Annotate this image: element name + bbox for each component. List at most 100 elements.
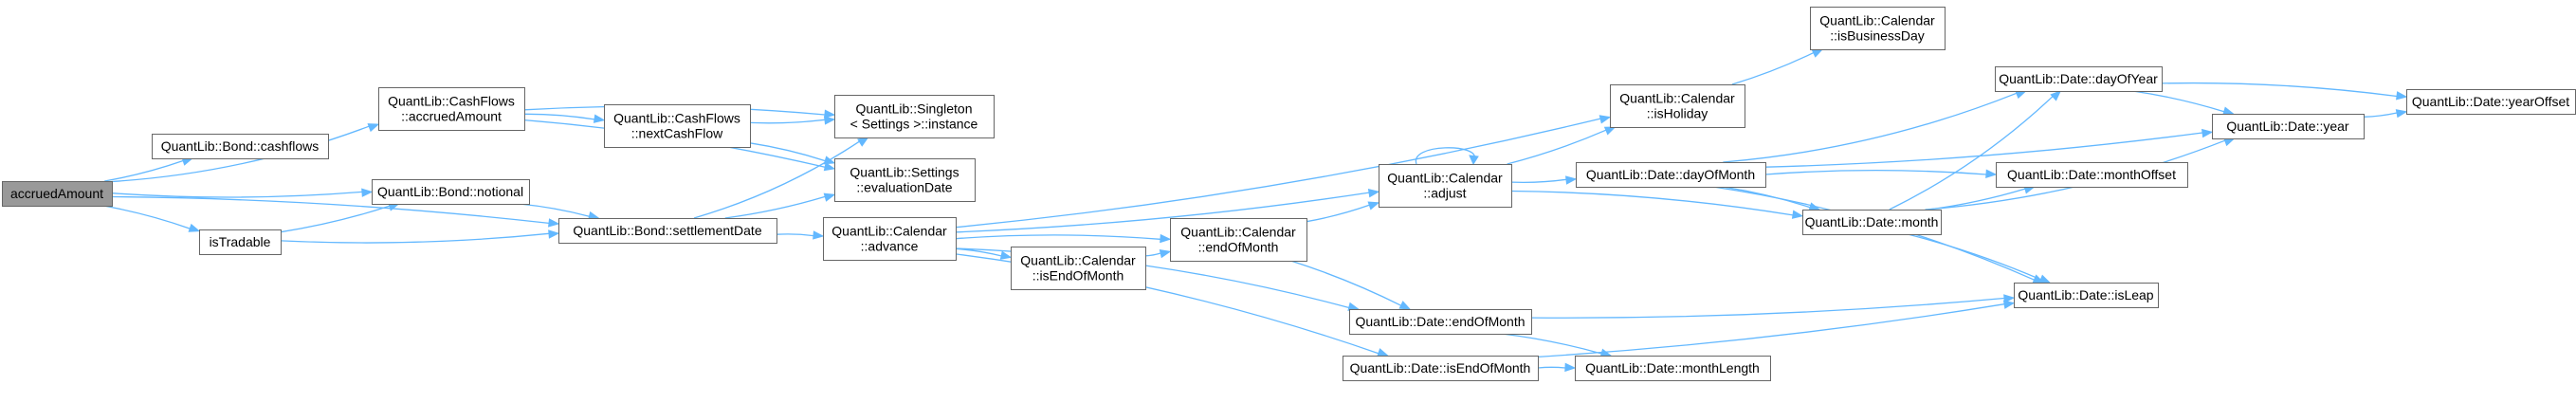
node-box [1575, 356, 1771, 381]
arrowhead [1159, 248, 1172, 259]
node-cal_adjust[interactable]: QuantLib::Calendar::adjust [1379, 164, 1512, 208]
edge-line [1764, 170, 1987, 175]
node-label: ::isEndOfMonth [1032, 268, 1124, 284]
node-date_eom[interactable]: QuantLib::Date::endOfMonth [1349, 309, 1532, 335]
node-date_month[interactable]: QuantLib::Date::month [1802, 210, 1942, 235]
edge-accruedAmount-to-cf_accrued [111, 123, 380, 183]
arrowhead [1985, 169, 1998, 179]
node-bond_settle[interactable]: QuantLib::Bond::settlementDate [558, 218, 777, 244]
node-cal_holiday[interactable]: QuantLib::Calendar::isHoliday [1610, 84, 1745, 128]
node-label: QuantLib::Date::dayOfYear [1999, 71, 2158, 86]
edge-line [955, 247, 1349, 309]
node-label: ::endOfMonth [1198, 240, 1279, 255]
node-date_mlen[interactable]: QuantLib::Date::monthLength [1575, 356, 1771, 381]
node-date_yoff[interactable]: QuantLib::Date::yearOffset [2406, 89, 2576, 115]
edge-cal_adjust-to-cal_holiday [1507, 126, 1617, 165]
node-date_doy[interactable]: QuantLib::Date::dayOfYear [1995, 66, 2163, 92]
edge-cal_holiday-to-cal_business [1731, 48, 1824, 85]
node-date_leap[interactable]: QuantLib::Date::isLeap [2014, 283, 2159, 308]
edge-line [523, 113, 595, 120]
edge-line [111, 125, 370, 183]
edge-date_month-to-date_doy [1889, 90, 2062, 211]
edge-line [1530, 297, 2005, 319]
edge-line [1510, 178, 1567, 183]
node-label: QuantLib::Settings [850, 165, 959, 180]
node-bond_cashflows[interactable]: QuantLib::Bond::cashflows [152, 134, 329, 159]
node-label: QuantLib::Bond::cashflows [161, 138, 320, 154]
node-isTradable[interactable]: isTradable [199, 229, 282, 255]
node-box [2014, 283, 2159, 308]
arrowhead [857, 137, 869, 147]
edge-cal_iseom-to-cal_eom [1144, 248, 1172, 259]
arrowhead [1811, 48, 1824, 58]
node-box [1011, 247, 1146, 290]
node-box [834, 95, 995, 138]
node-date_iseom[interactable]: QuantLib::Date::isEndOfMonth [1343, 356, 1539, 381]
edge-line [1306, 204, 1370, 223]
node-box [1170, 218, 1307, 262]
node-label: QuantLib::Date::year [2226, 119, 2349, 134]
edge-date_iseom-to-date_mlen [1537, 362, 1577, 373]
edge-accruedAmount-to-bond_notional [111, 188, 374, 198]
node-label: QuantLib::Date::endOfMonth [1356, 314, 1526, 329]
arrowhead [2050, 90, 2062, 101]
arrowhead [1565, 175, 1578, 185]
edge-bond_settle-to-settings_eval [724, 192, 836, 219]
edge-date_month-to-date_leap [1908, 233, 2052, 284]
node-accruedAmount[interactable]: accruedAmount [2, 181, 113, 207]
arrowhead [361, 188, 374, 197]
edge-line [1723, 92, 2018, 163]
node-label: QuantLib::Calendar [1619, 91, 1735, 106]
node-label: ::evaluationDate [856, 180, 952, 195]
node-label: QuantLib::Date::dayOfMonth [1586, 167, 1755, 182]
edge-line [955, 192, 1370, 233]
arrowhead [2002, 300, 2016, 309]
node-cal_advance[interactable]: QuantLib::Calendar::advance [823, 217, 957, 261]
node-label: < Settings >::instance [850, 117, 978, 132]
node-settings_eval[interactable]: QuantLib::Settings::evaluationDate [834, 158, 976, 202]
node-label: QuantLib::Calendar [1819, 13, 1935, 28]
node-label: QuantLib::CashFlows [613, 111, 740, 126]
node-box [823, 217, 957, 261]
node-date_moff[interactable]: QuantLib::Date::monthOffset [1996, 162, 2188, 188]
node-date_year[interactable]: QuantLib::Date::year [2212, 114, 2365, 139]
node-label: QuantLib::Singleton [856, 101, 973, 117]
edge-cal_adjust-to-date_month [1510, 190, 1804, 219]
edge-accruedAmount-to-bond_settle [111, 195, 560, 228]
node-box [152, 134, 329, 159]
node-layer: accruedAmount QuantLib::CashFlows::accrue… [2, 7, 2576, 381]
edge-date_year-to-date_yoff [2363, 109, 2408, 119]
edge-line [1290, 260, 1401, 306]
node-cal_business[interactable]: QuantLib::Calendar::isBusinessDay [1810, 7, 1946, 50]
edge-line [1731, 52, 1815, 85]
arrowhead [813, 230, 825, 240]
node-label: ::isHoliday [1647, 106, 1708, 121]
edge-line [1510, 190, 1794, 216]
arrowhead [2003, 294, 2016, 303]
node-box [558, 218, 777, 244]
node-cf_accrued[interactable]: QuantLib::CashFlows::accruedAmount [378, 87, 525, 131]
edge-line [280, 232, 550, 244]
node-box [199, 229, 282, 255]
edge-line [1501, 333, 1602, 355]
edge-line [955, 118, 1601, 229]
arrowhead [188, 223, 201, 232]
edge-cal_adjust-to-date_dom [1510, 175, 1578, 185]
node-date_dom[interactable]: QuantLib::Date::dayOfMonth [1576, 162, 1766, 188]
edge-cf_accrued-to-cf_next [523, 113, 606, 123]
node-box [1379, 164, 1512, 208]
arrowhead [824, 116, 836, 125]
edge-date_dom-to-date_year [1764, 128, 2214, 168]
edge-line [111, 195, 550, 225]
arrowhead [593, 114, 606, 123]
node-box [378, 87, 525, 131]
node-singleton[interactable]: QuantLib::Singleton< Settings >::instanc… [834, 95, 995, 138]
node-label: QuantLib::Calendar [1020, 253, 1136, 268]
node-cal_iseom[interactable]: QuantLib::Calendar::isEndOfMonth [1011, 247, 1146, 290]
arrowhead [1367, 189, 1380, 198]
node-cal_eom[interactable]: QuantLib::Calendar::endOfMonth [1170, 218, 1307, 262]
node-cf_next[interactable]: QuantLib::CashFlows::nextCashFlow [604, 104, 751, 148]
node-bond_notional[interactable]: QuantLib::Bond::notional [372, 179, 530, 205]
edge-line [776, 233, 814, 237]
